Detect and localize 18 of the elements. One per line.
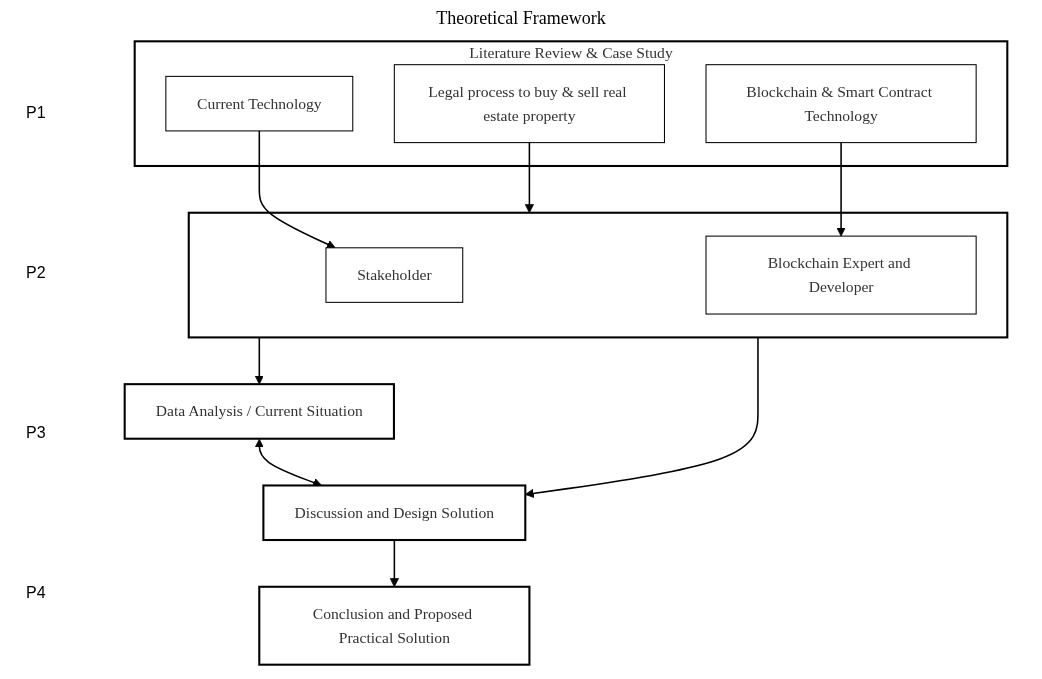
node-box: Stakeholder (325, 247, 464, 303)
phase-label: P4 (26, 584, 47, 602)
arrow (836, 141, 846, 237)
arrow (258, 130, 336, 249)
node-box: Legal process to buy & sell real estate property (393, 64, 665, 144)
arrow (254, 336, 264, 385)
diagram-title: Theoretical Framework (436, 8, 606, 29)
node-box: Discussion and Design Solution (262, 484, 527, 542)
node-box: Blockchain & Smart Contract Technology (705, 64, 977, 144)
cluster (187, 211, 1009, 339)
node-box: Blockchain Expert and Developer (705, 235, 977, 315)
phase-label: P2 (26, 264, 47, 282)
node-box: Conclusion and Proposed Practical Solution (258, 585, 531, 666)
node-box: Current Technology (165, 75, 354, 132)
node-box: Data Analysis / Current Situation (123, 383, 395, 440)
arrow (524, 141, 534, 214)
phase-label: P1 (26, 104, 47, 122)
phase-label: P3 (26, 424, 47, 442)
